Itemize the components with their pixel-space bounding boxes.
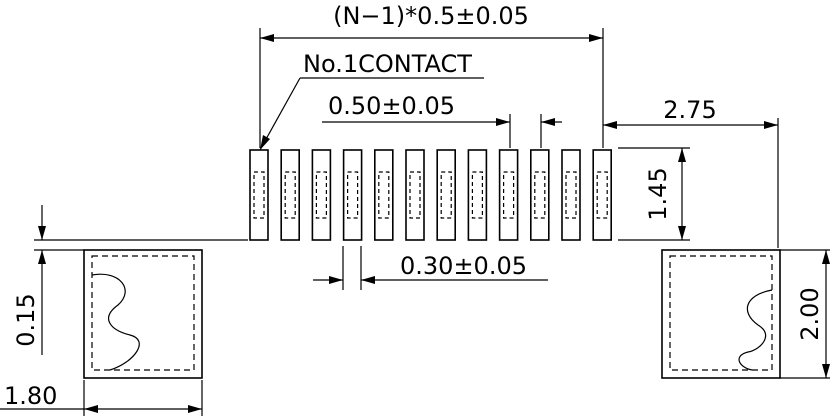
right-anchor-pad — [661, 249, 781, 379]
pad-width-dimension: 0.30±0.05 — [313, 246, 548, 290]
contact-callout: No.1CONTACT — [259, 50, 484, 151]
contact-pad — [373, 149, 394, 241]
contact-label: No.1CONTACT — [303, 50, 472, 78]
right-offset-label: 2.75 — [663, 96, 716, 124]
right-offset-dimension: 2.75 — [603, 96, 779, 248]
contact-pad-row — [249, 149, 613, 241]
left-anchor-pad — [83, 249, 203, 379]
contact-pad — [592, 149, 613, 241]
contact-pad — [467, 149, 488, 241]
contact-pad — [311, 149, 332, 241]
contact-pad — [405, 149, 425, 241]
gap-dimension: 0.15 — [12, 205, 248, 355]
anchor-width-label: 1.80 — [4, 382, 57, 410]
gap-label: 0.15 — [12, 293, 40, 346]
overall-pitch-dimension: (N−1)*0.5±0.05 — [259, 2, 604, 148]
anchor-width-dimension: 1.80 — [0, 380, 203, 416]
contact-pad — [342, 149, 363, 241]
pitch-label: 0.50±0.05 — [328, 92, 455, 120]
contact-pad — [436, 149, 457, 241]
anchor-height-label: 2.00 — [796, 287, 824, 340]
contact-pad — [561, 149, 581, 241]
overall-pitch-label: (N−1)*0.5±0.05 — [333, 2, 529, 30]
pad-width-label: 0.30±0.05 — [400, 252, 527, 280]
contact-pad — [280, 149, 301, 241]
anchor-height-dimension: 2.00 — [780, 249, 830, 379]
pad-length-label: 1.45 — [644, 167, 672, 220]
pad-length-dimension: 1.45 — [618, 147, 690, 241]
pitch-dimension: 0.50±0.05 — [322, 92, 562, 148]
contact-pad — [529, 149, 550, 241]
contact-pad — [498, 149, 519, 241]
contact-pad — [249, 149, 269, 241]
